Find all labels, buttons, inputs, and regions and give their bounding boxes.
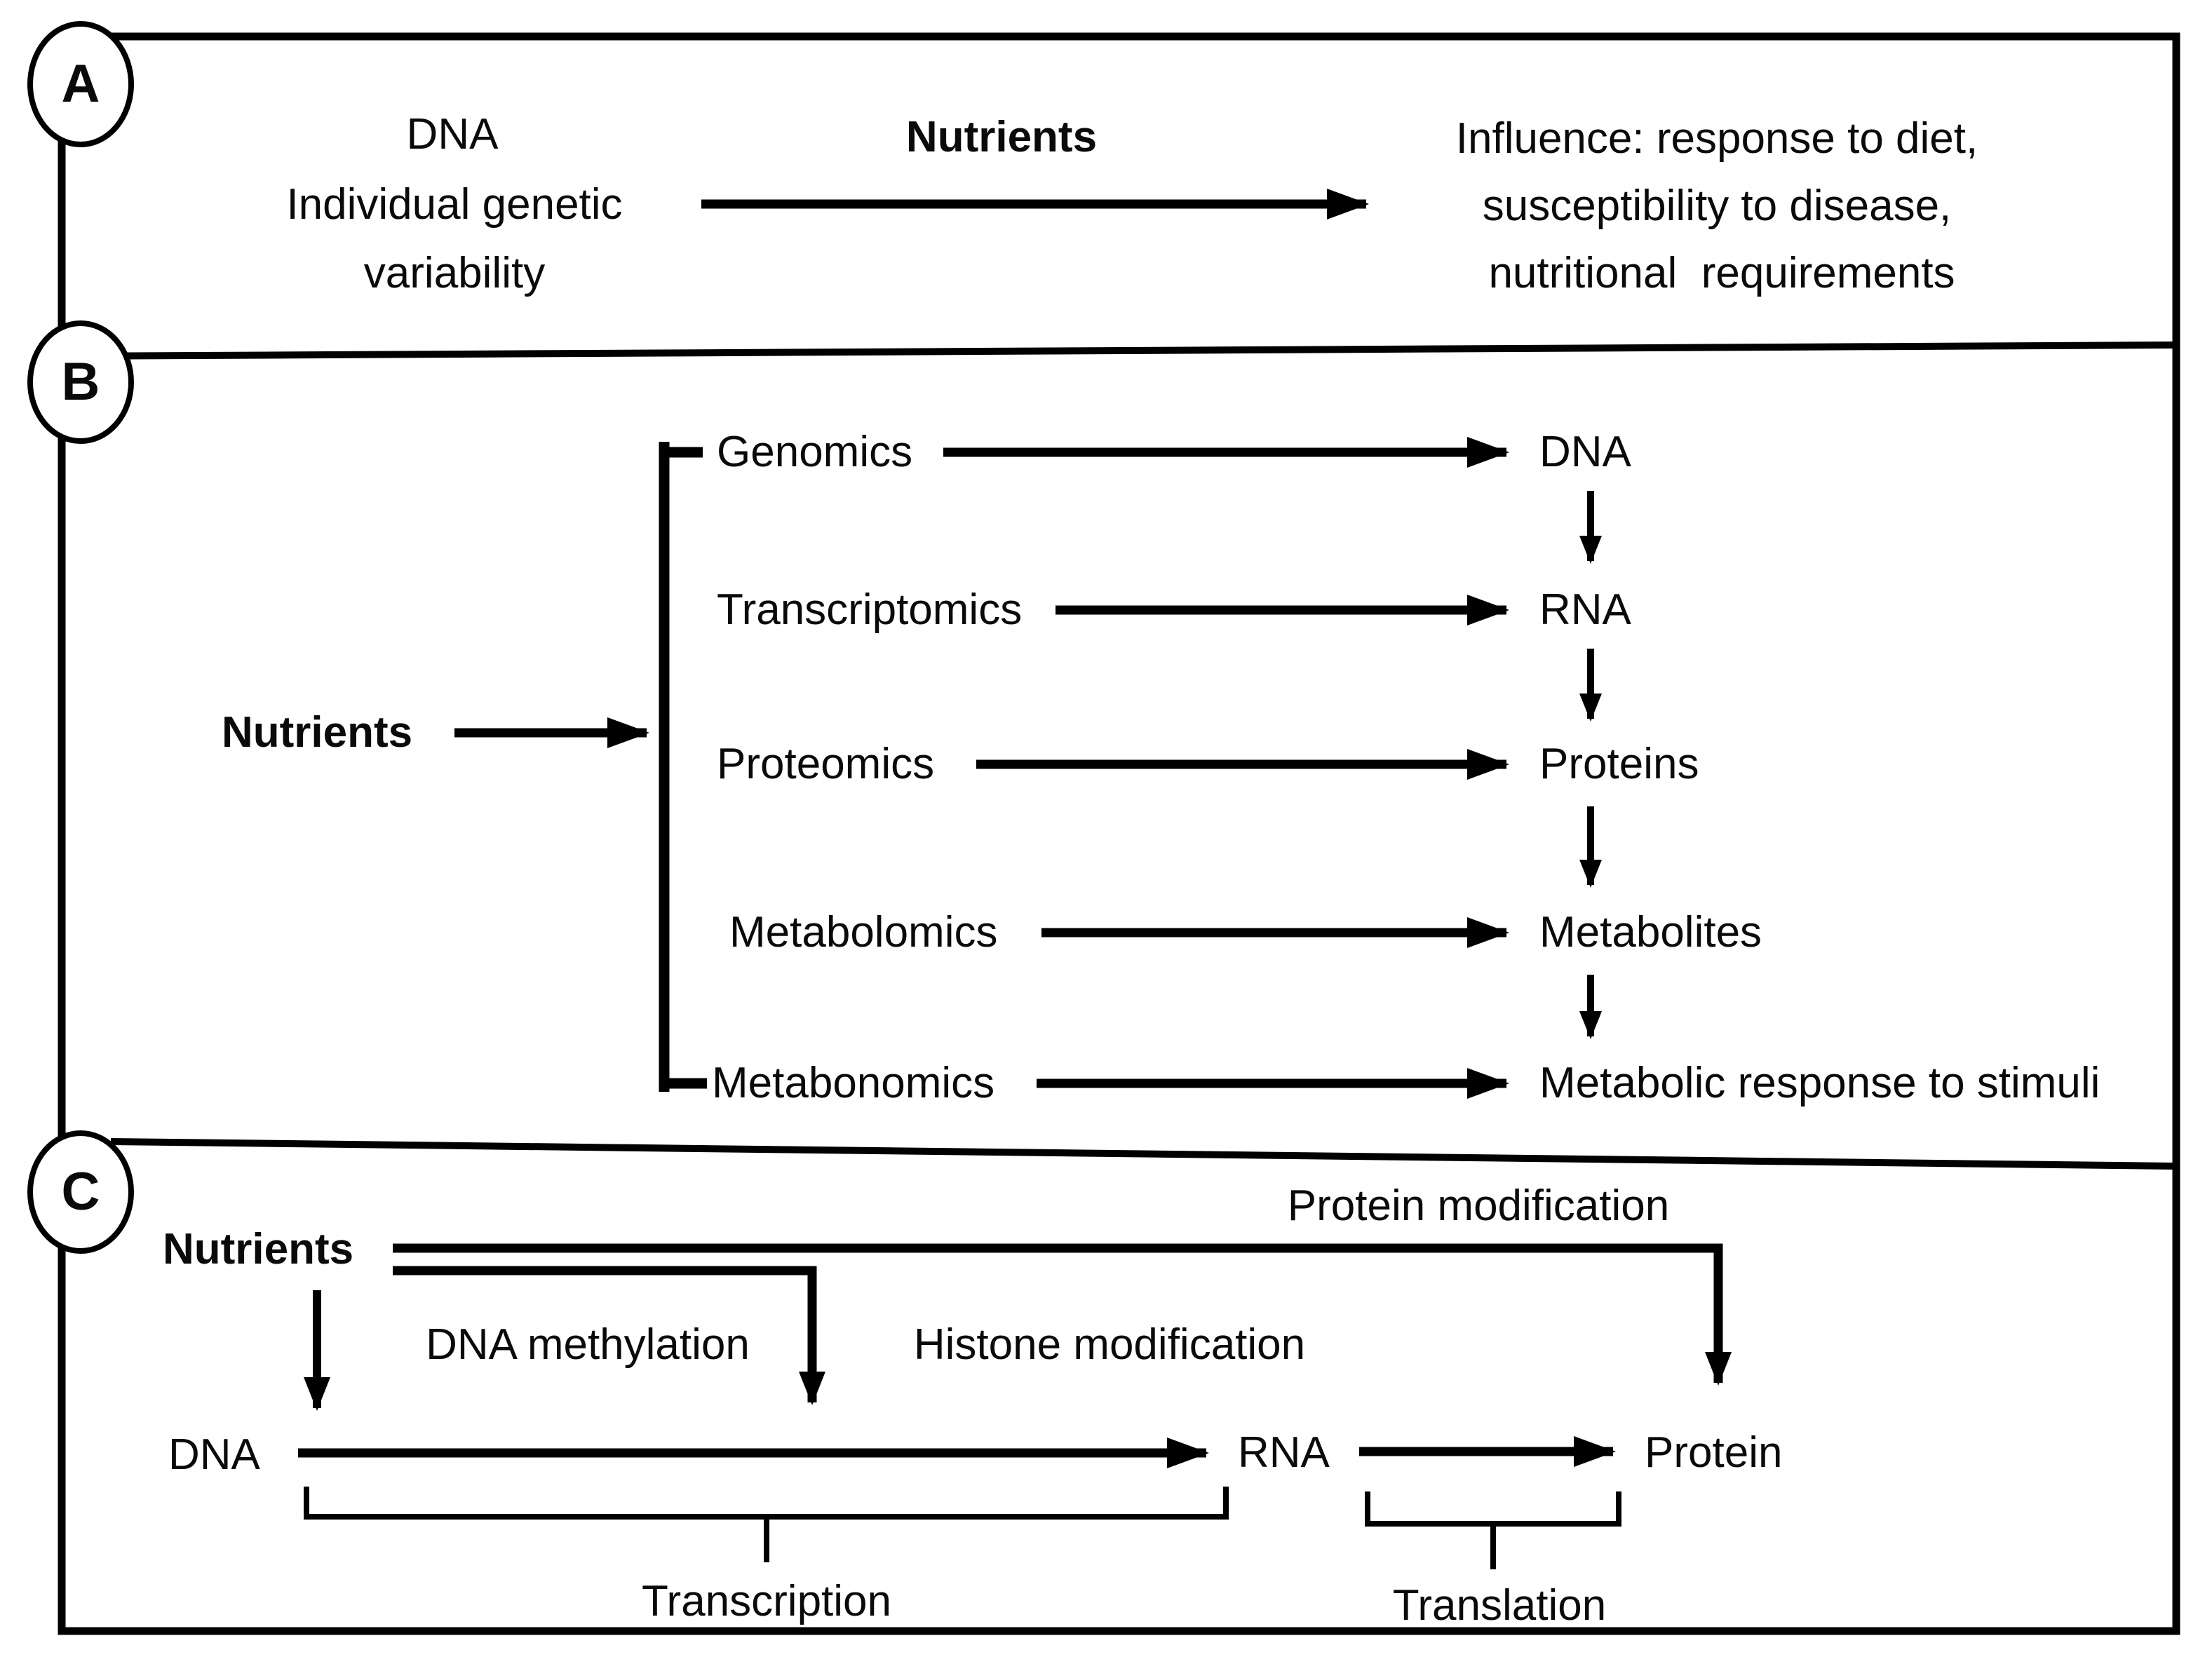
panel-c-input-label: Nutrients xyxy=(163,1225,354,1273)
panel-a-b-separator xyxy=(62,341,2177,360)
histone-modification-route xyxy=(393,1266,825,1405)
transcription-bracket xyxy=(304,1487,1229,1520)
panel-b-c-separator xyxy=(110,1138,2177,1170)
panel-b-circle xyxy=(27,320,134,444)
molecule-rna-label: RNA xyxy=(1238,1428,1330,1477)
target-label-dna: DNA xyxy=(1539,428,1631,476)
omics-label-genomics: Genomics xyxy=(717,428,913,476)
transcription-label: Transcription xyxy=(641,1577,892,1625)
panel-c-label: C xyxy=(61,1162,100,1222)
molecule-protein-label: Protein xyxy=(1645,1428,1783,1477)
panel-a-source-line1: DNA xyxy=(406,110,499,158)
histone-modification-label: Histone modification xyxy=(913,1320,1306,1369)
target-label-rna: RNA xyxy=(1539,586,1631,634)
omics-label-metabonomics: Metabonomics xyxy=(712,1059,995,1107)
panel-a-source-line3: variability xyxy=(363,249,546,297)
target-label-metabolites: Metabolites xyxy=(1539,908,1762,956)
panel-a-source-line2: Individual genetic xyxy=(286,180,623,229)
panel-a-arrow-label: Nutrients xyxy=(905,113,1098,161)
protein-modification-route xyxy=(393,1243,1732,1386)
translation-label: Translation xyxy=(1392,1581,1607,1630)
dna-methylation-label: DNA methylation xyxy=(426,1320,750,1369)
molecule-dna-label: DNA xyxy=(168,1430,260,1479)
omics-label-transcriptomics: Transcriptomics xyxy=(717,586,1023,634)
omics-label-proteomics: Proteomics xyxy=(717,740,935,788)
panel-a-circle xyxy=(27,21,134,147)
omics-label-metabolomics: Metabolomics xyxy=(729,908,998,956)
panel-b-label: B xyxy=(61,352,100,412)
panel-b-input-label: Nutrients xyxy=(222,708,413,757)
target-label-metabolic-response: Metabolic response to stimuli xyxy=(1539,1059,2100,1107)
protein-modification-label: Protein modification xyxy=(1287,1182,1670,1230)
translation-bracket xyxy=(1365,1491,1621,1527)
target-label-proteins: Proteins xyxy=(1539,740,1699,788)
panel-a-outcome-line3: nutritional requirements xyxy=(1488,249,1955,297)
panel-a-outcome-line2: susceptibility to disease, xyxy=(1482,182,1952,230)
panel-c-circle xyxy=(27,1130,134,1254)
panel-a-label: A xyxy=(61,54,100,114)
panel-a-outcome-line1: Influence: response to diet, xyxy=(1455,114,1978,163)
figure-border xyxy=(58,32,2180,1635)
